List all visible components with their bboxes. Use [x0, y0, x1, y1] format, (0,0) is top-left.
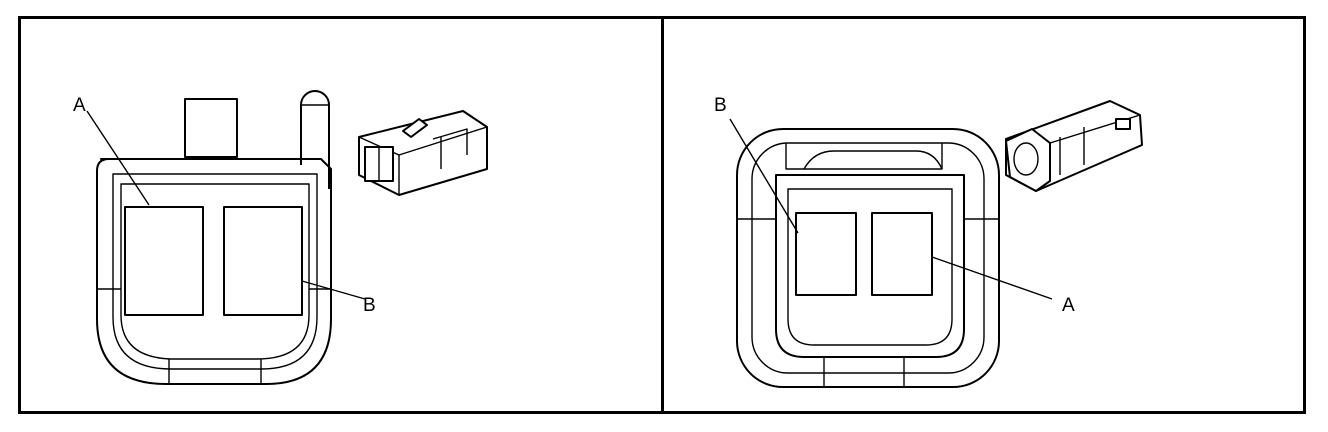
right-connector-drawing: B A [714, 95, 1143, 388]
left-latch-tab [184, 98, 238, 158]
left-callout-a: A [73, 95, 86, 116]
left-view-panel: A B [21, 19, 664, 411]
left-lock-finger [300, 90, 330, 189]
right-callout-b: B [714, 95, 727, 116]
right-view-panel: B A [664, 19, 1303, 411]
left-leader-a [86, 110, 150, 206]
right-callout-a: A [1062, 295, 1075, 316]
right-leader-b [729, 118, 799, 234]
left-connector-drawing: A B [73, 90, 488, 385]
left-cavity-1 [124, 206, 204, 316]
left-callout-b: B [363, 295, 376, 316]
left-connector-iso [358, 110, 488, 196]
left-connector-face [96, 90, 332, 385]
right-leader-a [931, 256, 1053, 300]
left-cavity-2 [223, 206, 303, 316]
figure-frame: A B [18, 16, 1306, 414]
left-leader-b [301, 280, 366, 300]
right-connector-face [736, 128, 1000, 388]
right-connector-iso [1005, 100, 1143, 192]
right-cavity-2 [871, 212, 933, 296]
left-housing-outline [96, 158, 332, 385]
right-cavity-1 [795, 212, 857, 296]
